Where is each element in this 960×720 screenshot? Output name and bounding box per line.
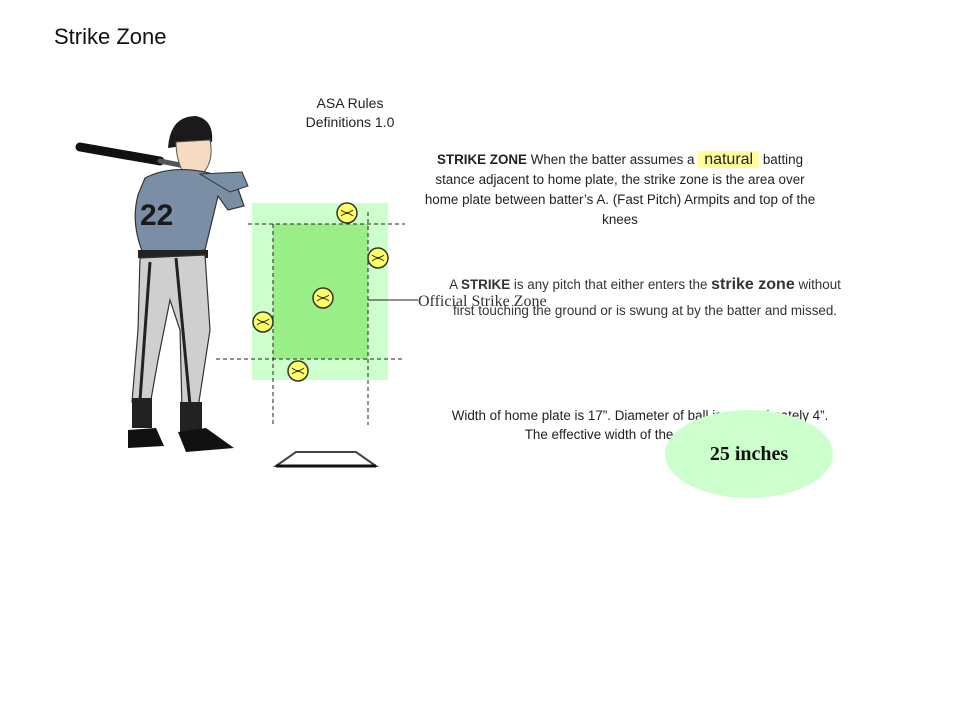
page-title: Strike Zone: [54, 24, 167, 49]
strike-term: STRIKE: [461, 277, 511, 292]
definition-text-b: batting stance adjacent to home plate, t…: [424, 152, 816, 227]
definition-term: STRIKE ZONE: [436, 152, 527, 167]
strike-definition: A STRIKE is any pitch that either enters…: [440, 272, 850, 324]
effective-width-value: 25 inches: [709, 442, 789, 465]
rules-line-1: ASA Rules: [316, 95, 384, 111]
softball: [312, 287, 334, 309]
softball: [336, 202, 358, 224]
home-plate: [272, 451, 380, 468]
definition-highlight: natural: [698, 151, 760, 168]
batter-illustration: 22: [75, 116, 249, 452]
definition-text-a: When the batter assumes a: [526, 152, 699, 167]
rules-caption: ASA Rules Definitions 1.0: [290, 94, 410, 132]
strike-text-a: is any pitch that either enters the: [510, 277, 712, 292]
softball: [367, 247, 389, 269]
strike-prefix: A: [449, 277, 462, 292]
strike-emph: strike zone: [711, 276, 795, 293]
rules-line-2: Definitions 1.0: [305, 114, 395, 130]
effective-width-oval: 25 inches: [665, 410, 833, 498]
svg-text:22: 22: [140, 199, 173, 232]
strike-zone-definition: STRIKE ZONE When the batter assumes a na…: [420, 150, 820, 230]
strike-text-b: without first touching the ground or is …: [452, 277, 841, 318]
softball: [252, 311, 274, 333]
softball: [287, 360, 309, 382]
official-strike-zone-label: Official Strike Zone: [418, 293, 547, 310]
